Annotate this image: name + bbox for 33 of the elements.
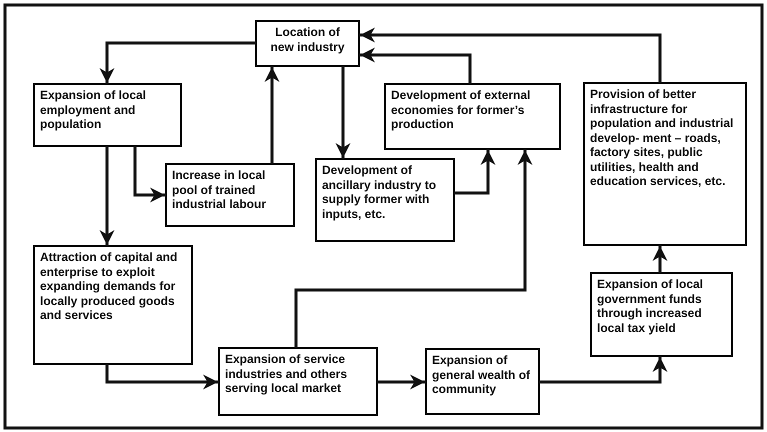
box-label: Expansion of general wealth of community (432, 353, 532, 396)
box-label: Provision of better infrastructure for population and industrial develop- ment – roads, factory sites, public utilities, health and education services, etc. (590, 87, 734, 188)
process-box (315, 158, 455, 242)
arrow (455, 150, 496, 194)
arrow (134, 147, 165, 202)
process-box (255, 20, 360, 67)
arrow (360, 48, 472, 83)
process-box (165, 163, 295, 227)
process-box (590, 272, 733, 357)
box-label: Increase in local pool of trained industrial labour (172, 168, 268, 212)
arrow (294, 150, 532, 347)
arrow (652, 246, 668, 272)
process-box (33, 83, 182, 147)
arrow (540, 357, 668, 384)
box-label: Development of external economies for former’s production (391, 88, 532, 132)
arrow (106, 365, 218, 390)
process-box (425, 348, 540, 415)
process-box (384, 83, 561, 150)
arrow (336, 67, 350, 158)
arrow (378, 374, 425, 390)
arrow (360, 28, 662, 82)
process-box (218, 347, 378, 416)
box-label: Attraction of capital and enterprise to exploit expanding demands for locally produced goods and services (40, 250, 178, 322)
process-box (583, 82, 747, 246)
box-label: Expansion of local government funds through increased local tax yield (597, 277, 704, 335)
arrow (264, 67, 280, 163)
box-label: Expansion of local employment and population (40, 88, 148, 132)
arrow (100, 42, 255, 83)
arrow (100, 147, 114, 245)
box-label: Location of new industry (269, 25, 346, 54)
process-box (33, 245, 193, 365)
box-label: Expansion of service industries and others serving local market (225, 352, 348, 396)
box-label: Development of ancillary industry to supply former with inputs, etc. (322, 163, 438, 221)
